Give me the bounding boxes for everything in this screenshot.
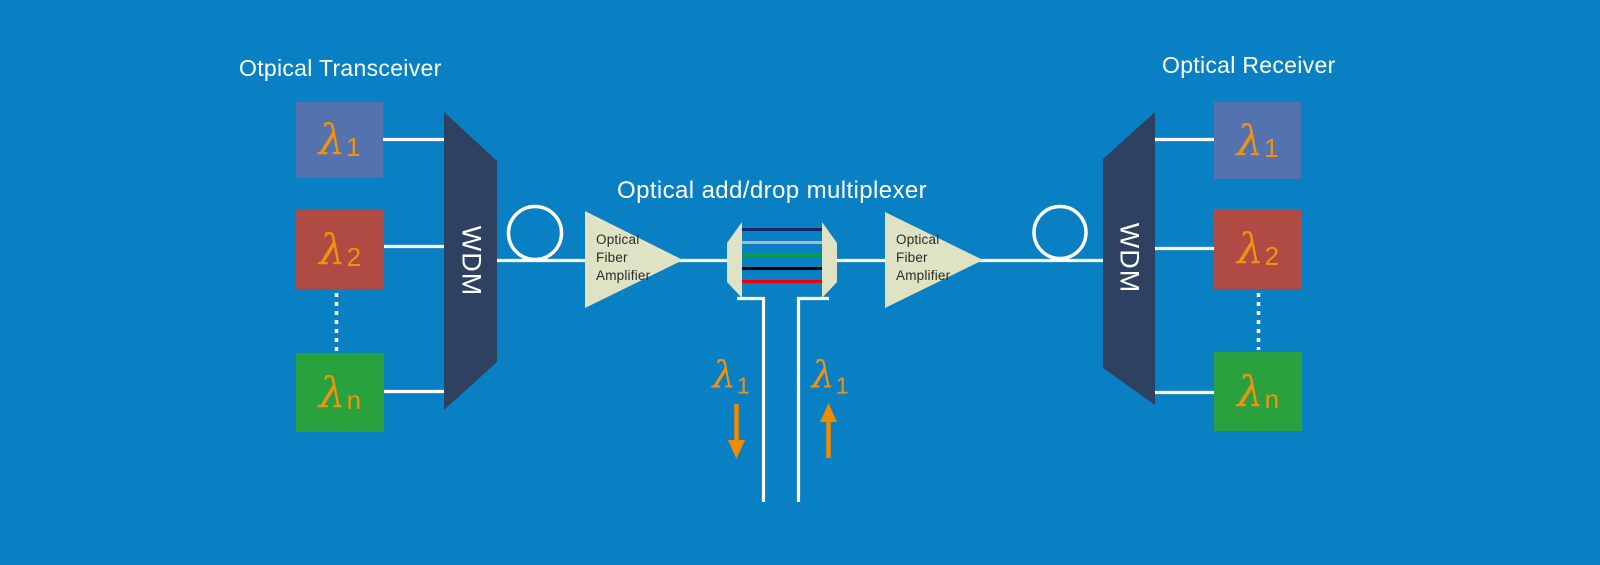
fiber-lines <box>334 137 1261 502</box>
lambda-symbol: λ <box>811 353 835 397</box>
wdm-demux-shape <box>1103 112 1155 405</box>
lambda-subscript: 1 <box>1264 132 1279 163</box>
amp-caption-line: Optical <box>596 232 640 247</box>
lambda-subscript: n <box>346 384 362 415</box>
amplifier-right-caption: Optical Fiber Amplifier <box>896 231 950 285</box>
lambda-symbol: λ <box>712 353 736 397</box>
amp-caption-line: Fiber <box>896 249 928 265</box>
wdm-mux-shape <box>444 112 497 410</box>
amp-caption-line: Optical <box>896 232 940 247</box>
add-arrow-icon <box>820 403 837 458</box>
adm-prism-right <box>822 222 837 298</box>
amplifier-right-shape <box>885 212 983 308</box>
adm-channel-lines <box>742 228 822 283</box>
lambda-subscript: 1 <box>346 132 361 162</box>
drop-arrow-icon <box>728 404 745 459</box>
amplifier-left-shape <box>585 211 683 308</box>
lambda-symbol: λ <box>318 367 346 417</box>
amp-caption-line: Fiber <box>596 249 628 265</box>
wdm-demux-label: WDM <box>1114 222 1145 294</box>
fiber-loop-right-icon <box>1032 204 1088 261</box>
wdm-mux-label: WDM <box>456 225 487 297</box>
adm-title: Optical add/drop multiplexer <box>617 177 928 204</box>
adm-prism-left <box>727 222 742 298</box>
add-wavelength-label: λ1 <box>811 353 848 398</box>
lambda-symbol: λ <box>1236 115 1264 165</box>
fiber-loop-left-icon <box>506 204 564 262</box>
lambda-symbol: λ <box>1236 224 1264 273</box>
amp-caption-line: Amplifier <box>596 267 651 283</box>
amp-caption-line: Amplifier <box>896 267 951 283</box>
lambda-symbol: λ <box>1236 366 1264 416</box>
lambda-subscript: 2 <box>346 241 362 272</box>
amplifier-left-caption: Optical Fiber Amplifier <box>596 231 650 285</box>
drop-wavelength-label: λ1 <box>712 353 749 398</box>
lambda-subscript: 2 <box>1264 241 1280 271</box>
lambda-subscript: n <box>1264 383 1280 414</box>
lambda-symbol: λ <box>318 224 346 274</box>
lambda-symbol: λ <box>318 115 346 164</box>
lambda-subscript: 1 <box>736 372 750 399</box>
receiver-title: Optical Receiver <box>1162 52 1336 78</box>
transmitter-title: Otpical Transceiver <box>239 55 442 81</box>
lambda-subscript: 1 <box>835 372 849 399</box>
